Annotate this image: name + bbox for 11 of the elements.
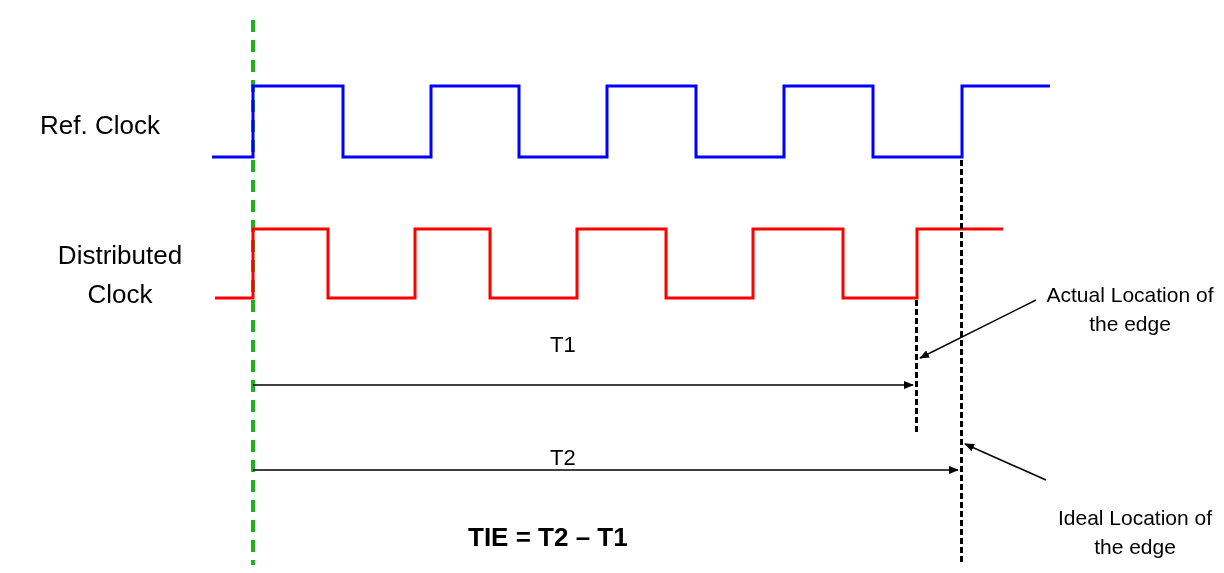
signal-label: Ref. Clock (40, 109, 160, 142)
dashed-edge-marker (960, 160, 964, 562)
dashed-edge-marker (915, 300, 919, 432)
leader-arrow (964, 443, 1047, 481)
callout-text: Actual Location of the edge (1045, 282, 1215, 337)
interval-label: T2 (550, 444, 576, 472)
callout-text: Ideal Location of the edge (1056, 505, 1214, 560)
interval-label: T1 (550, 331, 576, 359)
signal-label: Distributed Clock (56, 239, 184, 311)
leader-arrow (919, 299, 1037, 359)
formula-text: TIE = T2 – T1 (468, 521, 628, 554)
